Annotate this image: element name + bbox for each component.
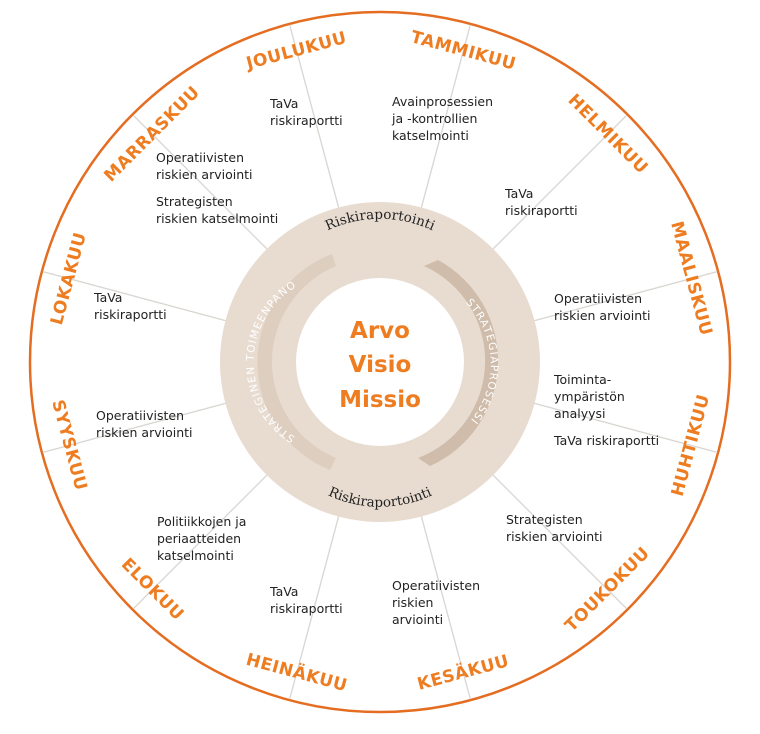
month-task-line: Toiminta- <box>553 372 611 387</box>
month-task-block: Strategisten riskien arviointi <box>506 512 603 544</box>
month-task-block: TaVa riskiraportti <box>269 96 343 128</box>
month-divider <box>289 516 340 700</box>
month-task-line: arviointi <box>392 612 443 627</box>
month-task-line: riskien arviointi <box>554 308 651 323</box>
month-task-line: Strategisten <box>156 194 233 209</box>
month-task-block: Politiikkojen ja periaatteiden katselmoint… <box>157 514 246 563</box>
month-divider <box>42 402 226 453</box>
month-task-block: TaVa riskiraportti <box>269 584 343 616</box>
month-task-line: Strategisten <box>506 512 583 527</box>
month-task-block: Operatiivisten riskien arviointi <box>554 291 651 323</box>
month-dividers <box>42 24 718 700</box>
month-divider <box>492 474 628 610</box>
month-task-line: riskiraportti <box>270 601 343 616</box>
month-task-line: riskiraportti <box>94 307 167 322</box>
month-divider <box>534 271 718 322</box>
month-task-line: Politiikkojen ja <box>157 514 246 529</box>
month-task-line: riskien katselmointi <box>156 211 278 226</box>
core-line-2: Visio <box>349 352 412 378</box>
month-task-line: Operatiivisten <box>156 150 244 165</box>
month-task-line: Operatiivisten <box>392 578 480 593</box>
core-values: Arvo Visio Missio <box>339 318 421 413</box>
month-task-block: Operatiivisten riskien arviointi <box>392 578 480 627</box>
month-task-line: riskien arviointi <box>156 167 253 182</box>
strategic-execution-arc <box>257 254 336 470</box>
month-task-block: TaVa riskiraportti <box>93 290 167 322</box>
month-divider <box>132 114 268 250</box>
month-task-line: TaVa riskiraportti <box>553 433 659 448</box>
month-task-line: TaVa <box>269 584 298 599</box>
core-line-3: Missio <box>339 387 421 413</box>
month-task-line: TaVa <box>269 96 298 111</box>
month-task-line: Operatiivisten <box>96 408 184 423</box>
month-task-line: Avainprosessien <box>392 94 493 109</box>
strategy-process-arc <box>418 260 499 466</box>
month-tasks: Avainprosessien ja -kontrollien katselmoin… <box>93 94 659 627</box>
month-divider <box>42 271 226 322</box>
month-divider <box>492 114 628 250</box>
core-line-1: Arvo <box>350 318 410 344</box>
month-task-line: ympäristön <box>554 389 625 404</box>
month-divider <box>132 474 268 610</box>
month-divider <box>420 24 471 208</box>
month-task-line: riskiraportti <box>505 203 578 218</box>
month-task-line: Operatiivisten <box>554 291 642 306</box>
month-task-block: TaVa riskiraportti <box>504 186 578 218</box>
month-task-line: TaVa <box>93 290 122 305</box>
month-divider <box>534 402 718 453</box>
month-task-line: katselmointi <box>392 128 469 143</box>
month-task-line: riskien arviointi <box>96 425 193 440</box>
month-task-line: periaatteiden <box>157 531 241 546</box>
month-task-line: riskien arviointi <box>506 529 603 544</box>
month-task-block: Avainprosessien ja -kontrollien katselmoin… <box>391 94 493 143</box>
month-task-line: TaVa <box>504 186 533 201</box>
month-task-line: riskiraportti <box>270 113 343 128</box>
month-task-line: katselmointi <box>157 548 234 563</box>
month-task-line: analyysi <box>554 406 606 421</box>
month-task-line: ja -kontrollien <box>391 111 477 126</box>
month-task-line: riskien <box>392 595 433 610</box>
core-circle <box>296 278 464 446</box>
month-divider <box>289 24 340 208</box>
month-task-block: Operatiivisten riskien arviointi <box>96 408 193 440</box>
month-divider <box>420 516 471 700</box>
